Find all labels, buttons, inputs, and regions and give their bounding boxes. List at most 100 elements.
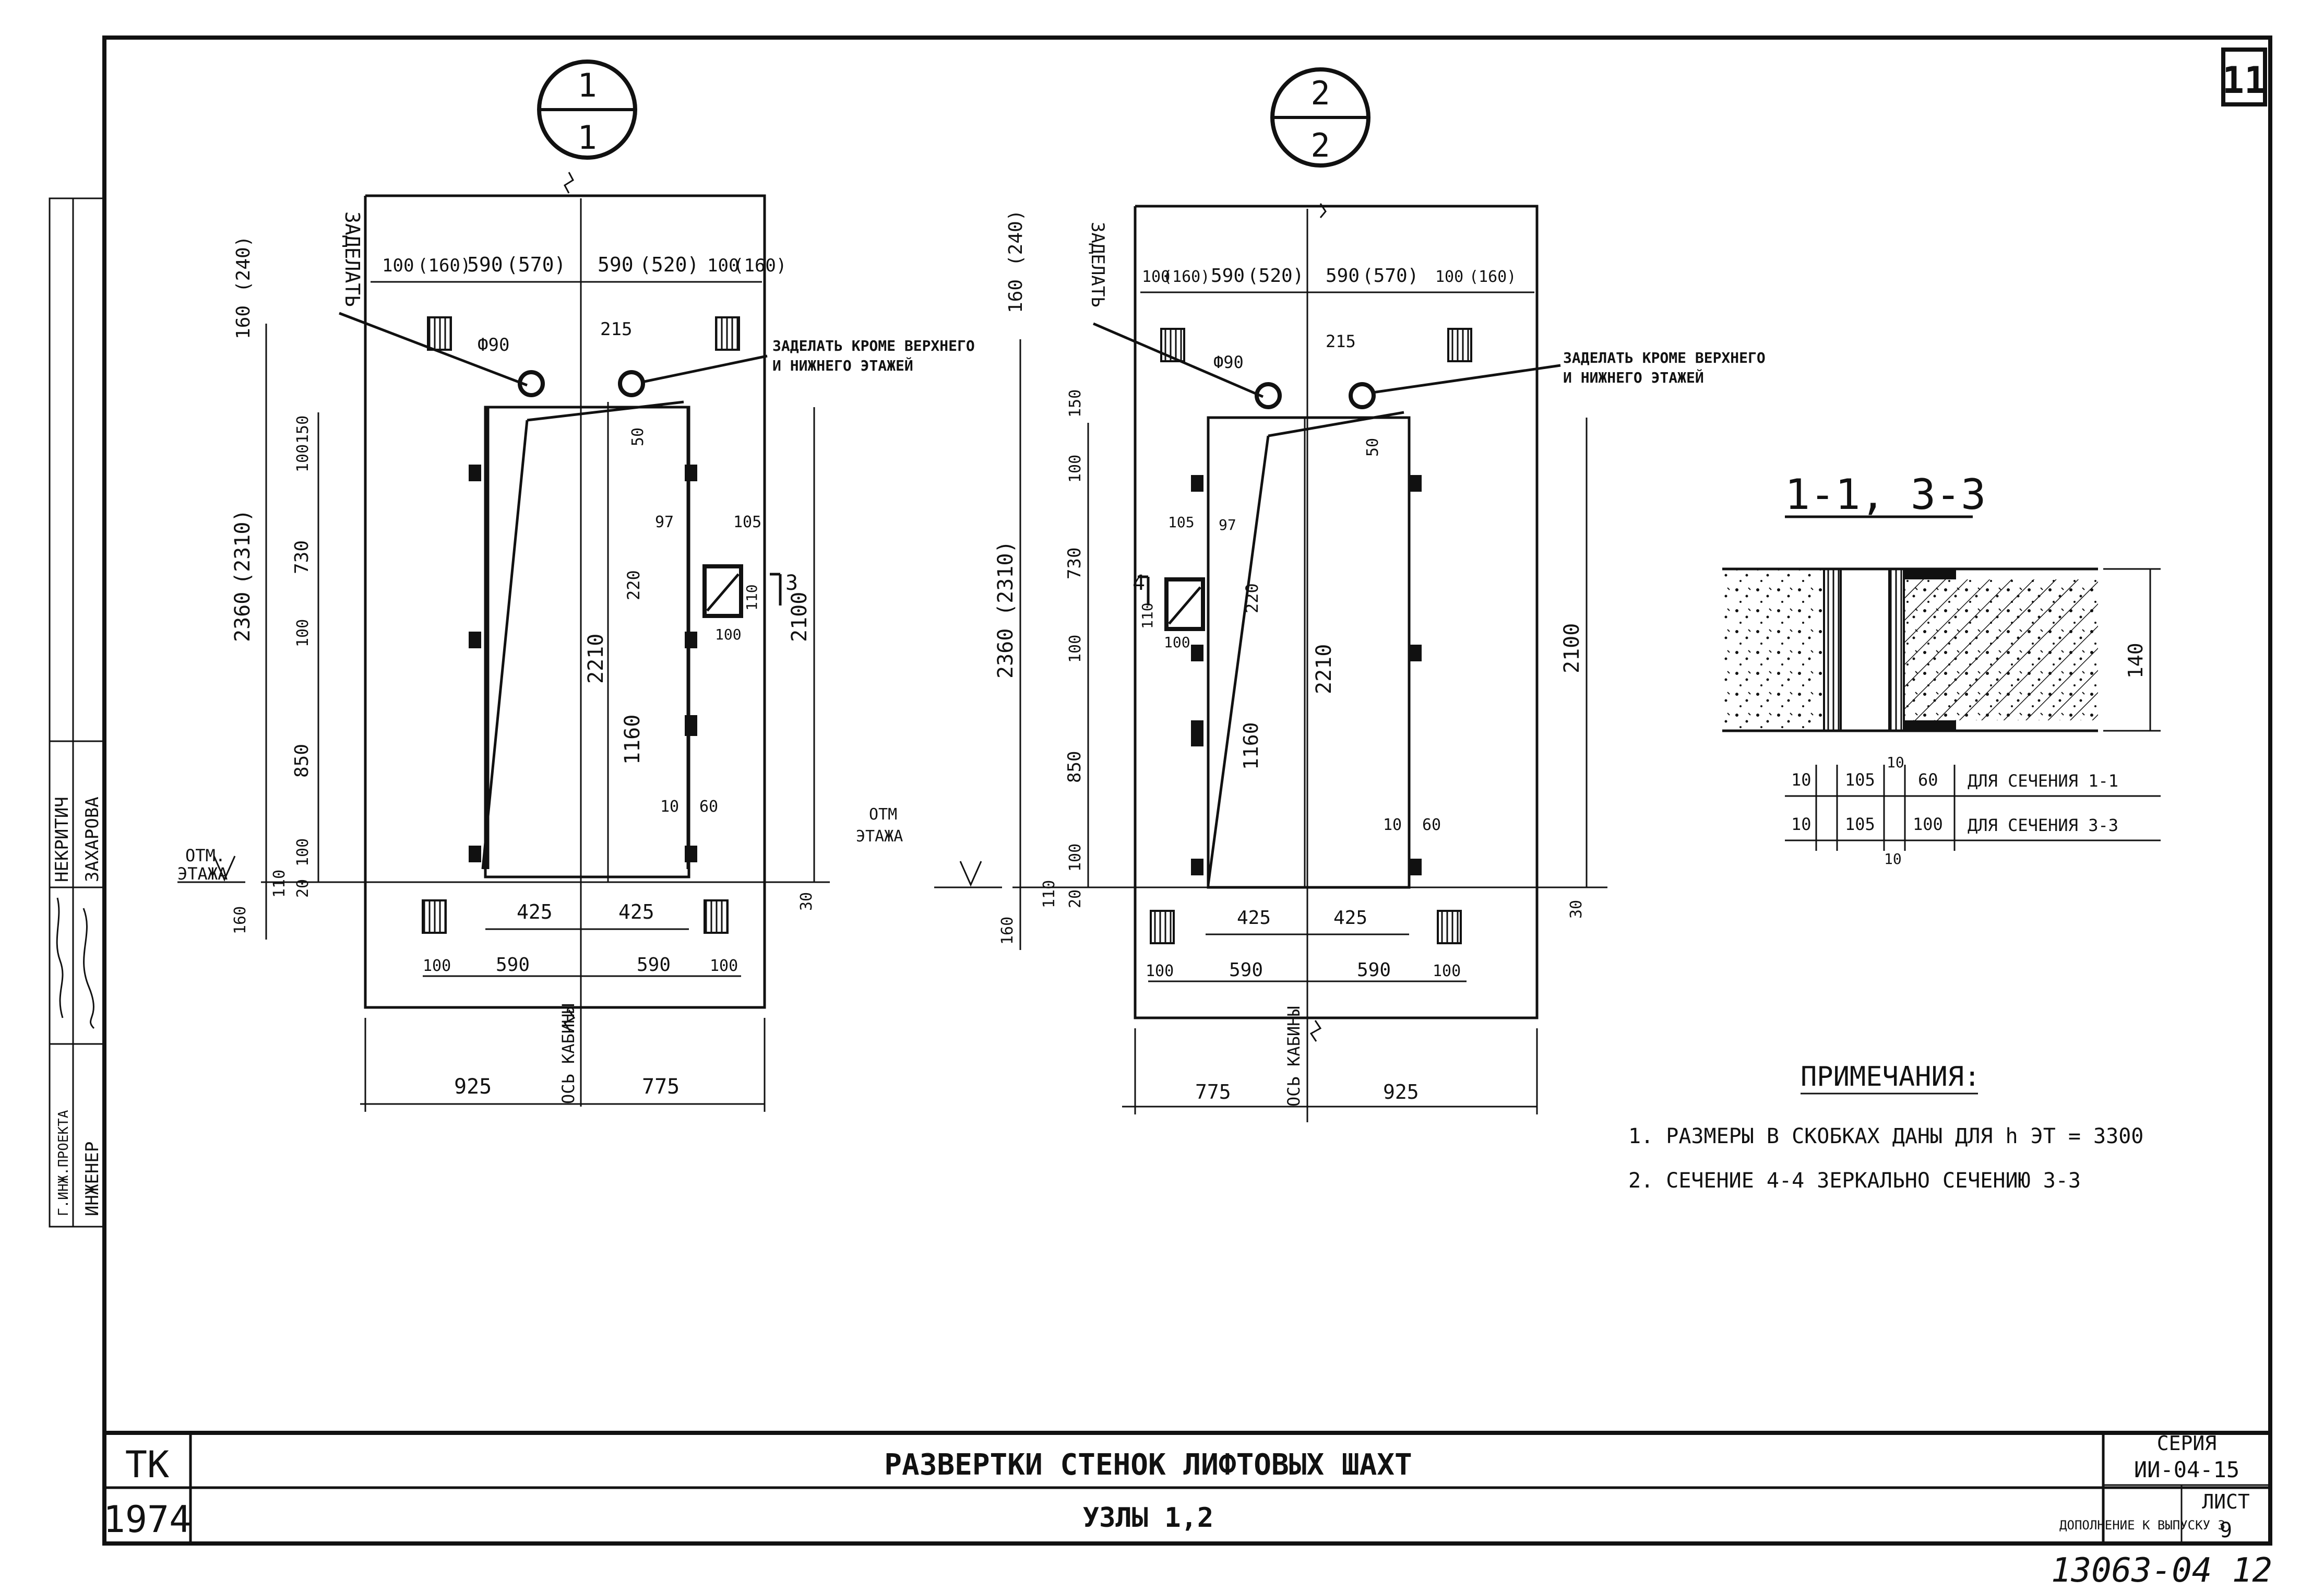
node-2-dim-l8: 100 [1066,635,1084,663]
node-2-label-bottom: 2 [1310,126,1330,164]
node-2-dim-b2: 425 [1333,907,1367,929]
node-1-dim-i11: 2100 [788,592,812,642]
node-1-dim-b3: 100 [423,957,451,975]
node-1-dim-t5: 590 [598,253,634,276]
node-1-floor-2: ЭТАЖА [177,864,228,884]
node-1-dim-l6: 150 [294,415,312,444]
stamp-row-2: ЗАХАРОВА [82,797,103,882]
node-1-dim-l13: 160 [231,906,249,934]
section-r1-b: 105 [1845,770,1875,790]
node-2-dim-i10: 60 [1422,816,1441,834]
series-label: СЕРИЯ [2157,1432,2216,1455]
node-2-dim-l7: 730 [1064,548,1085,579]
node-2-dim-t4: (520) [1247,265,1304,287]
node-1-dim-l1: 160 [233,305,254,339]
node-1-dim-l2: (240) [233,236,254,292]
sheet-label: ЛИСТ [2202,1490,2250,1513]
node-1-overall-right: 775 [642,1075,680,1099]
node-1-dim-l3: 2360 [231,592,255,642]
node-2-dim-i9: 10 [1383,816,1402,834]
node-2-dim-i5: 105 [1168,514,1195,531]
node-2-dim-l9: 850 [1064,751,1085,783]
node-2-note-1: ЗАДЕЛАТЬ КРОМЕ ВЕРХНЕГО [1563,349,1766,366]
node-2-dim-i2: 2210 [1312,644,1336,694]
node-2-dim-i12: 30 [1567,900,1586,919]
node-1-note-1: ЗАДЕЛАТЬ КРОМЕ ВЕРХНЕГО [772,337,975,354]
section-r2-c: 100 [1913,814,1943,834]
section-dim-140: 140 [2124,643,2147,679]
node-1-215: 215 [600,319,632,340]
node-1-dim-l4: (2310) [231,509,255,585]
section-r1-a: 10 [1791,770,1811,790]
note-2: 2. СЕЧЕНИЕ 4-4 ЗЕРКАЛЬНО СЕЧЕНИЮ 3-3 [1628,1169,2081,1193]
signature [56,897,95,1029]
node-1-dim-b2: 425 [618,900,654,923]
section-r1-d: 60 [1918,770,1938,790]
title-block-frame [102,1431,2272,1546]
node-2-zadelat: ЗАДЕЛАТЬ [1087,222,1108,307]
node-2-dim-i7: 110 [1139,602,1156,629]
node-2-dim-i4: 220 [1242,583,1262,613]
node-2-phi: Ф90 [1213,352,1244,372]
node-2-dim-b5: 590 [1357,959,1391,981]
node-1-dim-i10: 60 [699,798,718,816]
node-1-dim-l8: 100 [294,619,312,647]
sheet-number: 11 [2222,59,2266,102]
node-2-dim-l6: 100 [1066,455,1084,483]
node-2-overall-left: 775 [1195,1081,1231,1103]
side-stamp [49,197,105,1228]
node-1-dim-i8: 100 [715,626,742,643]
section-r1-label: ДЛЯ СЕЧЕНИЯ 1-1 [1968,771,2118,791]
node-2-dim-b3: 100 [1146,962,1174,980]
node-2-floor-2: ЭТАЖА [856,827,903,846]
node-1-dim-b5: 590 [637,954,671,976]
node-2-section-mark: 4 [1133,571,1145,595]
node-1-note-2: И НИЖНЕГО ЭТАЖЕЙ [772,357,913,374]
node-1-dim-i7: 110 [743,584,760,611]
node-2-note-2: И НИЖНЕГО ЭТАЖЕЙ [1563,369,1704,386]
node-1-label-top: 1 [577,66,597,104]
stamp-row-4: Г.ИНЖ.ПРОЕКТА [56,1110,71,1216]
section-r2-d: 10 [1884,850,1902,868]
node-1-dim-t3: 590 [467,253,503,276]
notes-title: ПРИМЕЧАНИЯ: [1801,1061,1980,1093]
node-1-dim-t1: 100 [382,255,414,276]
node-2-label-top: 2 [1310,74,1330,112]
node-1-dim-i4: 220 [624,570,643,600]
node-1-dim-t4: (570) [506,253,566,276]
node-2-dim-l10: 100 [1066,844,1084,872]
node-2-dim-l12: 110 [1040,880,1058,908]
node-1-dim-t7: 100 [707,255,739,276]
node-1-dim-t2: (160) [418,255,471,276]
node-2-dim-l5: 150 [1066,389,1084,418]
node-2-dim-l13: 160 [998,917,1017,945]
section-r2-label: ДЛЯ СЕЧЕНИЯ 3-3 [1968,815,2118,835]
node-1-drawing [177,60,830,1112]
node-2-dim-l1: 160 [1005,279,1027,313]
title-org: ТК [125,1443,169,1486]
node-1-dim-i9: 10 [660,798,679,816]
node-1-overall-left: 925 [454,1075,492,1099]
sheet-value: 9 [2220,1518,2232,1542]
node-1-section-mark: 3 [785,571,798,595]
node-1-dim-t6: (520) [639,253,699,276]
node-1-dim-i5: 97 [655,513,674,531]
node-1-zadelat: ЗАДЕЛАТЬ [341,211,364,307]
node-1-floor-1: ОТМ. [185,846,225,865]
node-1-dim-i2: 2210 [584,634,608,684]
note-1: 1. РАЗМЕРЫ В СКОБКАХ ДАНЫ ДЛЯ h ЭТ = 330… [1628,1124,2143,1148]
node-1-dim-i12: 30 [797,892,816,911]
issue-label: ДОПОЛНЕНИЕ К ВЫПУСКУ 3 [2059,1518,2225,1533]
section-title: 1-1, 3-3 [1785,470,1986,519]
title-sub: УЗЛЫ 1,2 [1083,1502,1213,1534]
node-1-dim-l7: 730 [291,540,313,574]
node-1-dim-l9: 850 [291,744,313,778]
node-2-dim-b4: 590 [1229,959,1263,981]
title-year: 1974 [103,1498,192,1541]
node-1-dim-b4: 590 [496,954,530,976]
node-1-dim-b1: 425 [517,900,553,923]
title-main: РАЗВЕРТКИ СТЕНОК ЛИФТОВЫХ ШАХТ [884,1448,1412,1482]
node-1-dim-l5: 100 [294,444,312,472]
node-2-dim-l3: 2360 [994,628,1018,679]
